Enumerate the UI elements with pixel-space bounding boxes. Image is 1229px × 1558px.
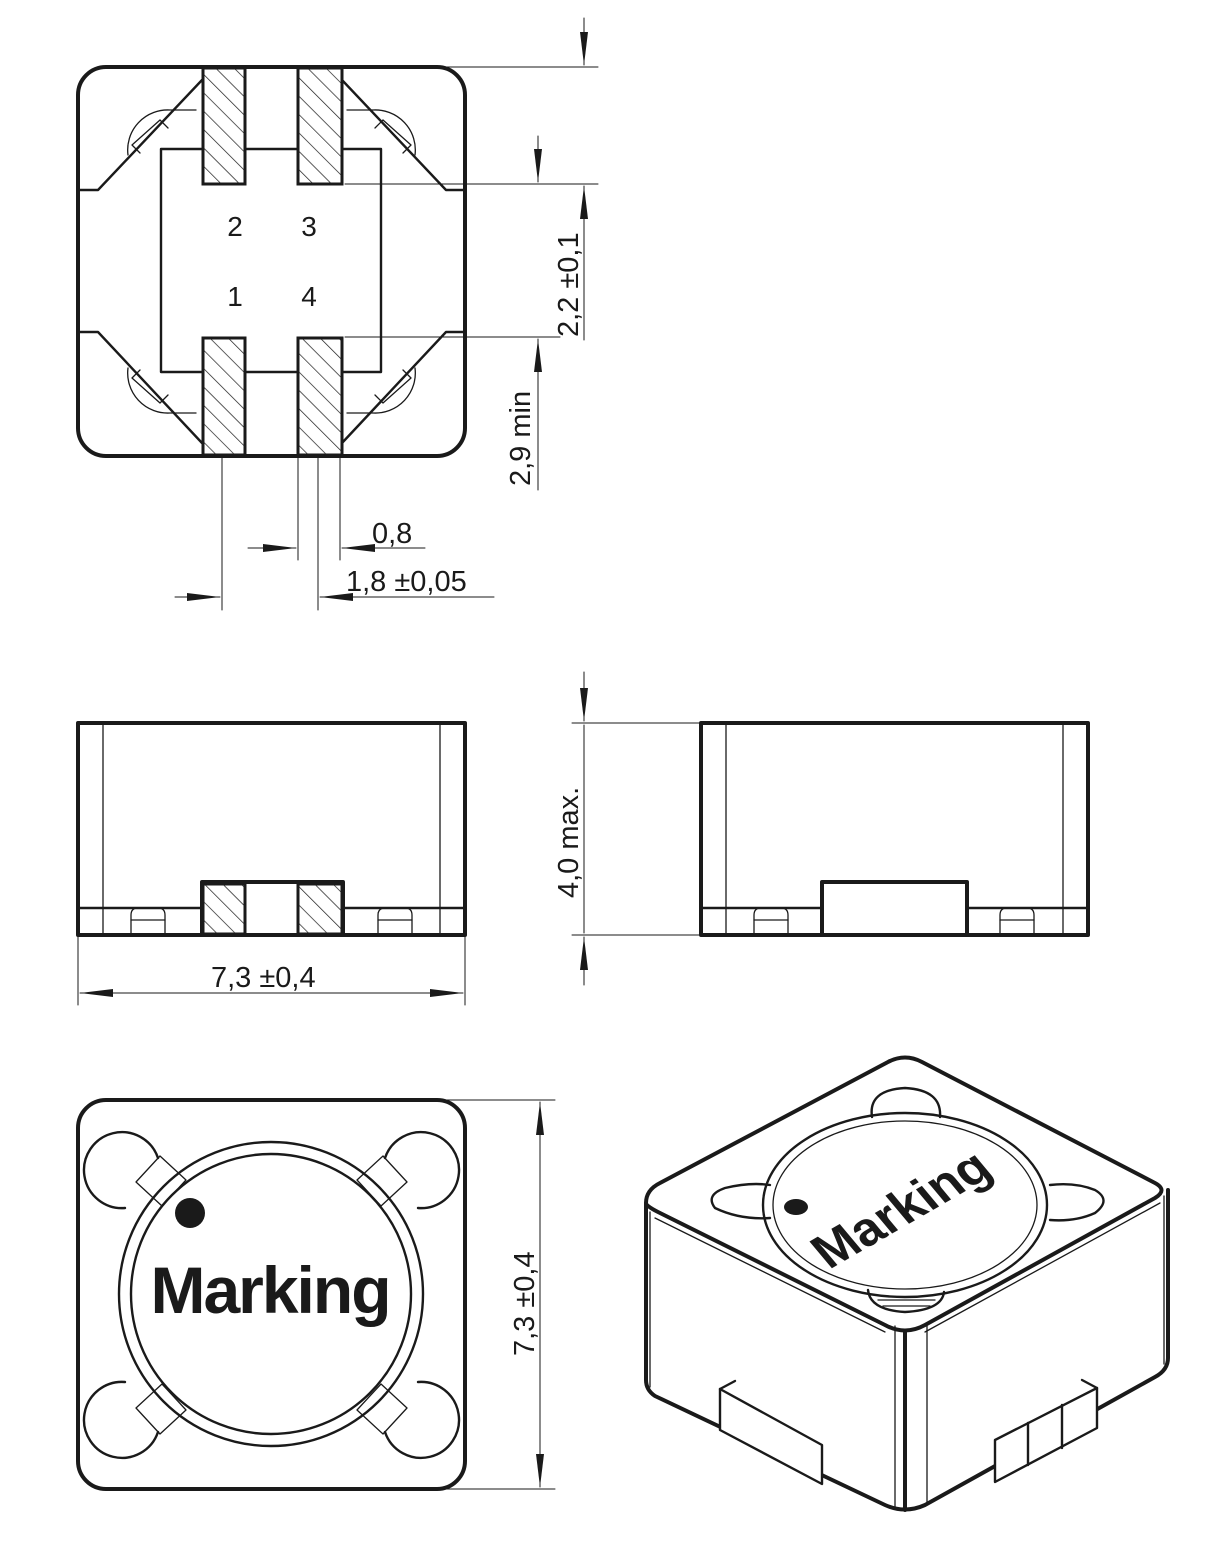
pad-4 <box>296 336 344 457</box>
pin-label-1: 1 <box>227 281 243 312</box>
polarity-dot <box>175 1198 205 1228</box>
top-view-core-inner <box>129 1152 413 1436</box>
dim-pad-pitch-label: 1,8 ±0,05 <box>346 566 467 598</box>
iso-top-face <box>644 1055 1164 1333</box>
dim-body-height-label: 4,0 max. <box>553 787 585 898</box>
top-view-core-outer <box>117 1140 425 1448</box>
dim-body-width-label: 7,3 ±0,4 <box>211 962 316 994</box>
bottom-view-core-outline <box>159 147 383 374</box>
pin-label-4: 4 <box>301 281 317 312</box>
dim-pad-vertical: 2,2 ±0,1 2,9 min <box>344 17 599 491</box>
bottom-view-corner-terminals <box>127 109 416 414</box>
iso-core-inner <box>772 1120 1038 1290</box>
dim-pad-width-label: 0,8 <box>372 518 412 550</box>
pad-2 <box>201 66 247 186</box>
bottom-view-body-outline <box>76 65 467 458</box>
top-view-corner-lugs <box>82 1130 461 1460</box>
side-view-terminal <box>820 880 969 937</box>
top-view-body-outline <box>76 1098 467 1491</box>
side-view-body <box>699 721 1090 937</box>
bottom-view-chamfers <box>76 78 467 445</box>
dim-pad-horizontal: 0,8 1,8 ±0,05 <box>174 456 495 611</box>
pad-1 <box>201 336 247 457</box>
front-view-body <box>76 721 467 937</box>
front-view-pad-left <box>201 882 247 936</box>
right-side-view <box>699 721 1090 937</box>
front-view-pad-right <box>296 882 344 936</box>
dim-body-width: 7,3 ±0,4 <box>77 936 466 1006</box>
top-view: Marking <box>76 1098 467 1491</box>
pin-label-2: 2 <box>227 211 243 242</box>
iso-terminals <box>718 1378 1099 1486</box>
bottom-view: 2 3 1 4 <box>76 65 467 458</box>
iso-polarity-dot <box>784 1199 808 1215</box>
dim-body-height: 4,0 max. <box>553 671 701 986</box>
marking-label-iso: Marking <box>799 1139 1002 1279</box>
dim-body-length-label: 7,3 ±0,4 <box>509 1251 541 1356</box>
dim-pad-row-spacing-label: 2,2 ±0,1 <box>553 232 585 337</box>
dim-body-length: 7,3 ±0,4 <box>439 1099 556 1490</box>
dim-pad-length-label: 2,9 min <box>505 391 537 486</box>
iso-core-outer <box>761 1111 1049 1299</box>
pad-3 <box>296 66 344 186</box>
pin-label-3: 3 <box>301 211 317 242</box>
isometric-view: Marking <box>644 1055 1170 1512</box>
front-side-view <box>76 721 467 937</box>
marking-label-top: Marking <box>150 1253 389 1327</box>
